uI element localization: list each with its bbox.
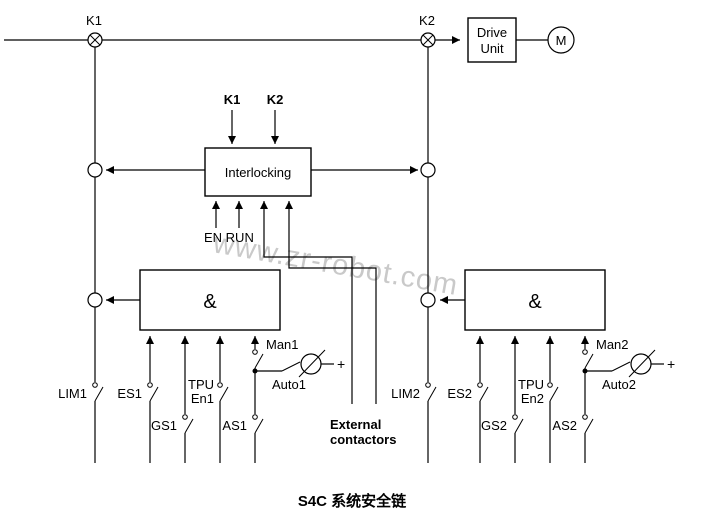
interlocking-label: Interlocking (225, 165, 291, 180)
tpu2-label-line2: En2 (521, 391, 544, 406)
gs1-label: GS1 (151, 418, 177, 433)
k1-contactor-symbol (87, 32, 103, 48)
auto1-label: Auto1 (272, 377, 306, 392)
drive-unit-label-line2: Unit (480, 41, 504, 56)
right-man-as2-input (581, 336, 594, 463)
lim2-contact-symbol (425, 382, 437, 402)
tpu2-label-line1: TPU (518, 377, 544, 392)
gs2-label: GS2 (481, 418, 507, 433)
external-contactors-label-line1: External (330, 417, 381, 432)
diagram-caption: S4C 系统安全链 (298, 492, 407, 510)
motor-label: M (556, 33, 567, 48)
interlocking-box (204, 147, 312, 197)
right-plus-label: + (667, 356, 675, 372)
k2-rail-label: K2 (419, 13, 435, 28)
es1-label: ES1 (117, 386, 142, 401)
right-es2-input (476, 336, 489, 463)
junction-nodes (87, 162, 436, 308)
left-and-gate-box (139, 269, 281, 331)
k1-rail-label: K1 (86, 13, 102, 28)
interlocking-k1-input-label: K1 (224, 92, 241, 107)
lim2-label: LIM2 (391, 386, 420, 401)
left-tpu-input (216, 336, 229, 463)
k2-contactor-symbol (420, 32, 436, 48)
es2-label: ES2 (447, 386, 472, 401)
left-plus-label: + (337, 356, 345, 372)
tpu1-label-line1: TPU (188, 377, 214, 392)
drive-unit-label-line1: Drive (477, 25, 507, 40)
man2-label: Man2 (596, 337, 629, 352)
as1-label: AS1 (222, 418, 247, 433)
right-tpu-input (546, 336, 559, 463)
as2-label: AS2 (552, 418, 577, 433)
interlocking-k2-input-label: K2 (267, 92, 284, 107)
right-gs2-input (511, 336, 524, 463)
left-man-as1-input (251, 336, 264, 463)
left-and-gate-label: & (203, 291, 217, 313)
left-es1-input (146, 336, 159, 463)
lim1-label: LIM1 (58, 386, 87, 401)
tpu1-label-line2: En1 (191, 391, 214, 406)
lim1-contact-symbol (92, 382, 104, 402)
right-and-gate-box (464, 269, 606, 331)
en-run-label: EN RUN (204, 230, 254, 245)
left-gs1-input (181, 336, 194, 463)
left-mode-selector-switch (255, 349, 334, 378)
external-contactors-label-line2: contactors (330, 432, 396, 447)
man1-label: Man1 (266, 337, 299, 352)
interlocking-bottom-inputs (212, 201, 377, 404)
right-mode-selector-switch (585, 349, 664, 378)
motor-symbol (516, 26, 575, 54)
right-and-gate-label: & (528, 291, 542, 313)
auto2-label: Auto2 (602, 377, 636, 392)
